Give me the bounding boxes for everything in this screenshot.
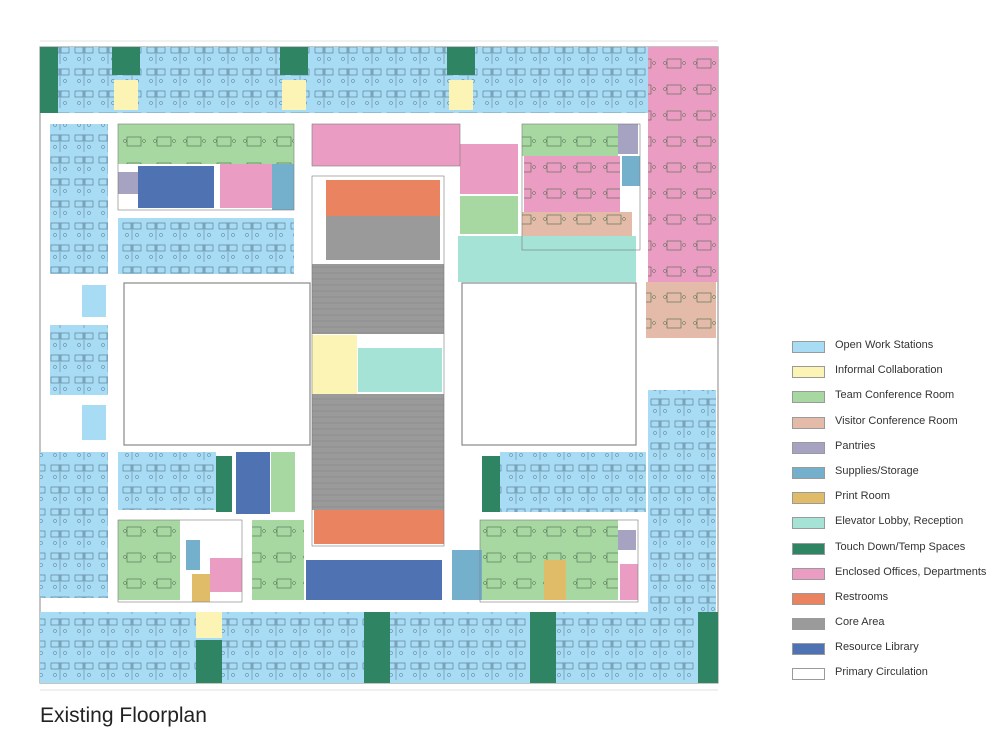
legend-item-circulation: Primary Circulation [792, 664, 992, 689]
legend-label: Resource Library [835, 641, 919, 654]
legend-swatch [792, 542, 825, 555]
legend-item-print: Print Room [792, 488, 992, 513]
legend-item-supply: Supplies/Storage [792, 463, 992, 488]
legend-swatch [792, 517, 825, 530]
legend-item-core: Core Area [792, 614, 992, 639]
legend-label: Open Work Stations [835, 339, 934, 351]
legend-label: Restrooms [835, 590, 889, 603]
legend-swatch [792, 567, 825, 580]
legend-item-restroom: Restrooms [792, 589, 992, 614]
resource-library [138, 166, 442, 600]
legend-swatch [792, 441, 825, 454]
legend-label: Team Conference Room [835, 389, 955, 402]
legend-label: Elevator Lobby, Reception [835, 515, 964, 528]
touch-down-spaces [40, 47, 718, 683]
legend-swatch [792, 643, 825, 656]
elevator-lobby [358, 236, 636, 392]
legend-label: Touch Down/Temp Spaces [835, 540, 966, 553]
legend-swatch [792, 592, 825, 605]
legend-item-office: Enclosed Offices, Departments [792, 564, 992, 589]
legend-label: Print Room [835, 490, 891, 503]
legend-label: Informal Collaboration [835, 364, 943, 377]
floorplan [39, 40, 719, 691]
legend-swatch [792, 492, 825, 505]
legend-item-informal: Informal Collaboration [792, 362, 992, 387]
legend-swatch [792, 668, 825, 681]
informal-collaboration [114, 80, 473, 638]
legend-label: Primary Circulation [835, 666, 928, 679]
legend-label: Visitor Conference Room [835, 414, 958, 427]
floorplan-caption: Existing Floorplan [40, 704, 207, 727]
legend-label: Supplies/Storage [835, 464, 919, 477]
legend-item-lobby: Elevator Lobby, Reception [792, 513, 992, 538]
legend-item-open: Open Work Stations [792, 337, 992, 362]
legend-swatch [792, 366, 825, 379]
legend-item-team: Team Conference Room [792, 387, 992, 412]
legend-swatch [792, 341, 825, 353]
legend-label: Pantries [835, 439, 876, 452]
legend-item-pantry: Pantries [792, 438, 992, 463]
legend-label: Core Area [835, 616, 885, 629]
legend-swatch [792, 466, 825, 479]
legend-swatch [792, 391, 825, 404]
atrium-spaces [123, 282, 637, 446]
legend-item-touch: Touch Down/Temp Spaces [792, 539, 992, 564]
restrooms [314, 180, 444, 544]
enclosed-offices [210, 47, 718, 600]
pantries [118, 124, 638, 550]
legend-swatch [792, 618, 825, 631]
print-rooms [192, 560, 566, 602]
interior-walls [117, 123, 641, 603]
core-area [312, 216, 444, 510]
legend-item-library: Resource Library [792, 639, 992, 664]
legend-item-visitor: Visitor Conference Room [792, 413, 992, 438]
supplies-storage [186, 156, 640, 600]
legend-label: Enclosed Offices, Departments [835, 565, 987, 578]
legend-swatch [792, 416, 825, 429]
